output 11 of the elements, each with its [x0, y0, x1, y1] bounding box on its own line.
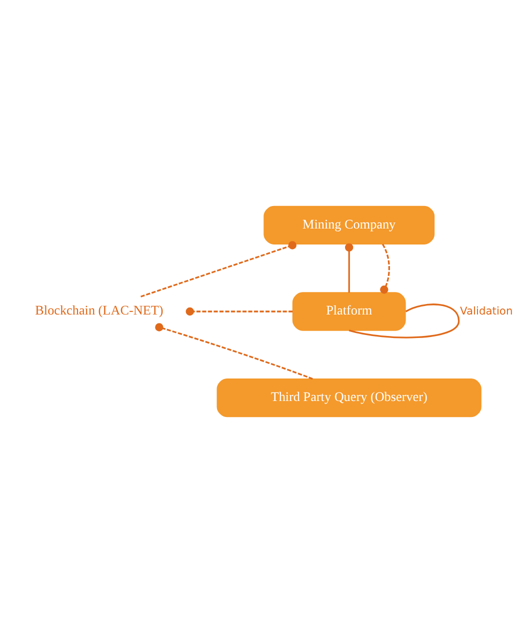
- node-box: Mining Company: [264, 205, 435, 244]
- node-box: Platform: [292, 292, 406, 330]
- connector: [140, 240, 296, 297]
- node-text: Blockchain (LAC-NET): [35, 302, 164, 318]
- connector: [348, 303, 460, 338]
- connector: [345, 242, 354, 292]
- connector: [380, 243, 390, 294]
- edge-label: Validation: [460, 304, 513, 317]
- connector: [186, 306, 293, 316]
- node-box: Third Party Query (Observer): [216, 378, 482, 417]
- connector: [155, 322, 313, 380]
